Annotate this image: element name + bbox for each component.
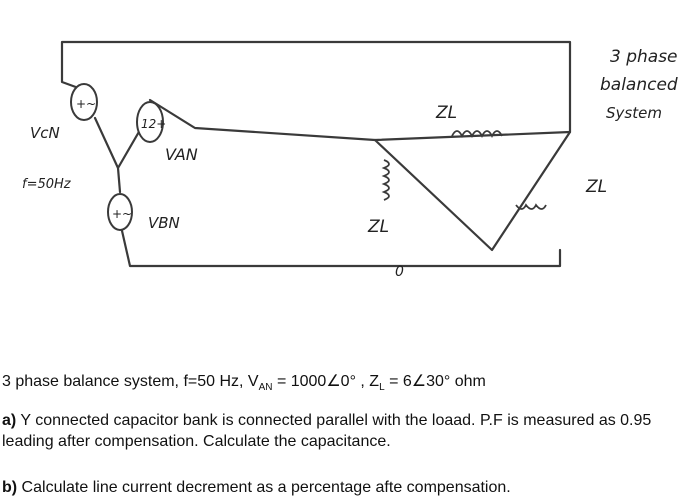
given-text: 3 phase balance system, f=50 Hz, V bbox=[2, 373, 259, 390]
source-van-symbol: 12+ bbox=[141, 117, 166, 131]
van-label: VAN bbox=[165, 145, 198, 164]
impedance-label-right: ZL bbox=[585, 177, 607, 197]
load-impedance-top-coil bbox=[451, 130, 503, 139]
question-a-label: a) bbox=[2, 412, 17, 429]
note-line-1: 3 phase bbox=[610, 47, 678, 67]
question-a: a) Y connected capacitor bank is connect… bbox=[2, 410, 696, 452]
circuit-diagram: +~ 12+ +~ VcN VAN VBN f=50Hz ZL ZL ZL 3 … bbox=[22, 40, 678, 280]
question-a-text: Y connected capacitor bank is connected … bbox=[2, 412, 652, 450]
impedance-label-bottom: ZL bbox=[367, 217, 389, 237]
zl-value: = 6∠30° ohm bbox=[384, 373, 486, 390]
load-impedance-right-coil bbox=[515, 203, 547, 210]
question-b-label: b) bbox=[2, 479, 18, 496]
note-line-2: balanced bbox=[600, 75, 678, 95]
question-b-text: Calculate line current decrement as a pe… bbox=[17, 479, 511, 496]
source-vcn: +~ bbox=[70, 83, 98, 121]
zl-subscript: L bbox=[379, 382, 385, 393]
note-line-3: System bbox=[606, 104, 662, 122]
given-values: 3 phase balance system, f=50 Hz, VAN = 1… bbox=[2, 371, 486, 394]
impedance-label-top: ZL bbox=[435, 103, 457, 123]
question-b: b) Calculate line current decrement as a… bbox=[2, 477, 696, 498]
vbn-label: VBN bbox=[148, 214, 180, 232]
bottom-line-wire bbox=[118, 220, 562, 268]
load-impedance-left-coil bbox=[381, 159, 390, 201]
source-vbn: +~ bbox=[107, 193, 133, 231]
van-value: = 1000∠0° , Z bbox=[272, 373, 380, 390]
vcn-label: VcN bbox=[30, 124, 60, 142]
source-vcn-symbol: +~ bbox=[76, 97, 96, 111]
van-subscript: AN bbox=[258, 382, 273, 393]
frequency-label: f=50Hz bbox=[22, 177, 72, 192]
middle-line-wire bbox=[148, 98, 377, 142]
neutral-junction-wire bbox=[93, 116, 142, 194]
source-vbn-symbol: +~ bbox=[112, 207, 132, 221]
delta-load-wire bbox=[373, 130, 572, 252]
top-line-wire bbox=[60, 40, 572, 134]
stray-mark: 0 bbox=[395, 264, 404, 280]
source-van: 12+ bbox=[136, 101, 166, 143]
